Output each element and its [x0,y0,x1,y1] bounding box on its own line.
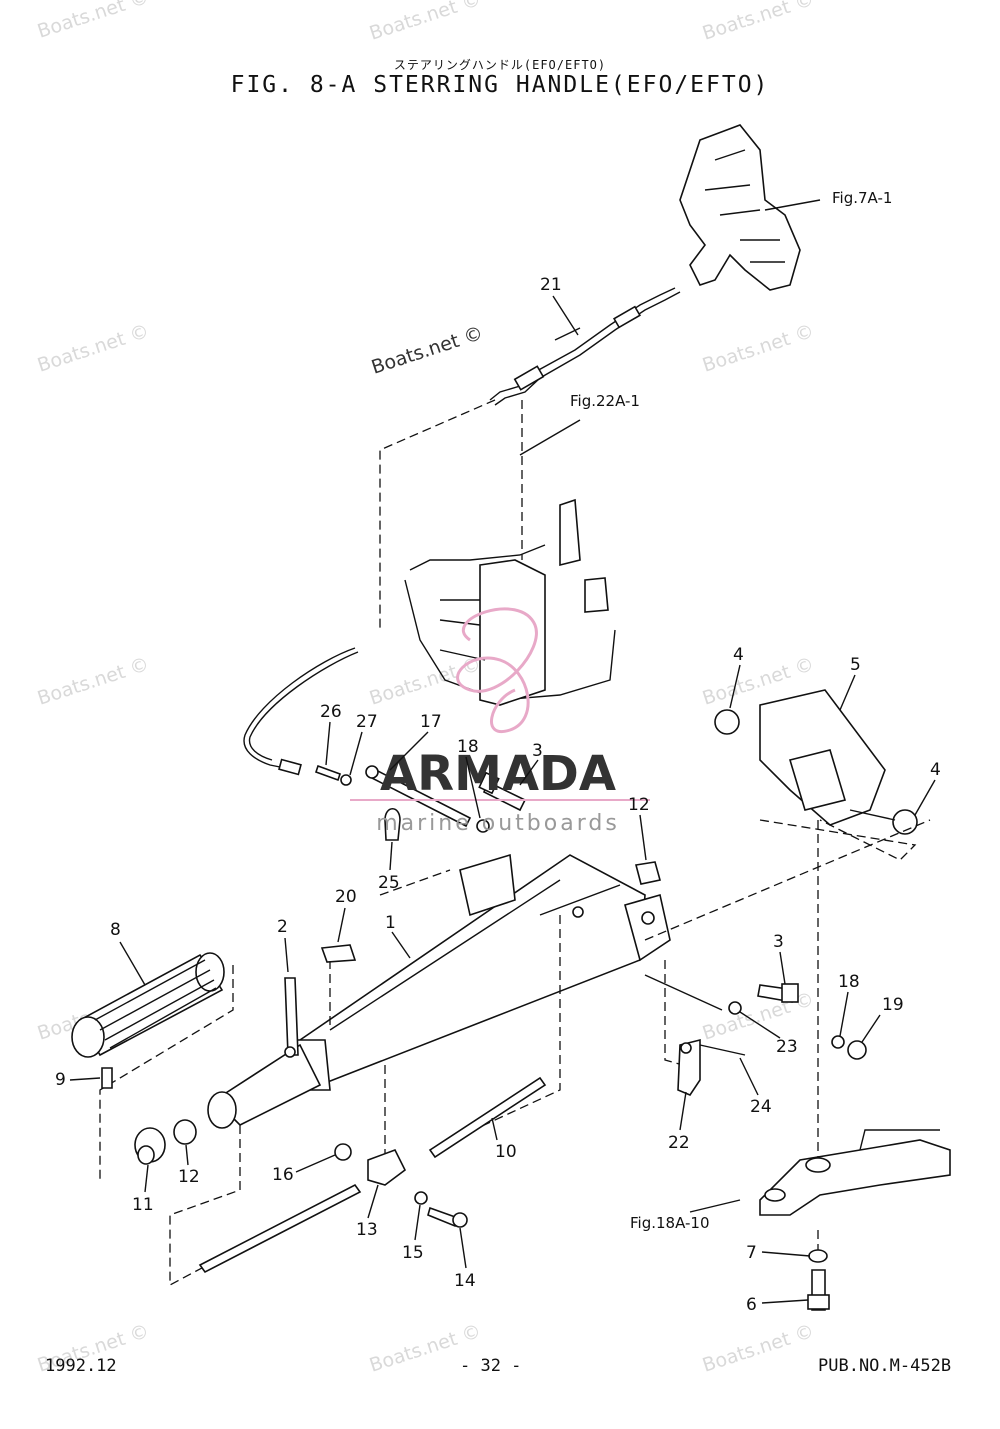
callout-26: 26 [320,702,342,722]
footer-pub-number: PUB.NO.M-452B [818,1356,952,1376]
ref-fig22a1: Fig.22A-1 [570,392,640,410]
handle-body-drawing [207,854,671,1129]
callout-19: 19 [882,995,904,1015]
callout-6: 6 [746,1295,757,1315]
figure-title: FIG. 8-A STERRING HANDLE(EFO/EFTO) [230,72,770,98]
watermark-text: Boats.net © [35,320,152,377]
figure-title-japanese: ステアリングハンドル(EFO/EFTO) [393,58,607,72]
bracket-5-drawing [714,689,918,835]
callout-17: 17 [420,712,442,732]
callout-3: 3 [532,741,543,761]
callout-4: 4 [733,645,744,665]
watermark-text: Boats.net © [35,0,152,43]
callout-7: 7 [746,1243,757,1263]
callout-14: 14 [454,1271,476,1291]
ref-fig18a10: Fig.18A-10 [630,1214,710,1232]
callout-10: 10 [495,1142,517,1162]
leader-lines [69,295,936,1304]
watermark-text: Boats.net © [700,0,817,45]
callout-11: 11 [132,1195,154,1215]
callout-24: 24 [750,1097,772,1117]
callout-12: 12 [628,795,650,815]
watermark-text: Boats.net © [35,653,152,710]
armada-brand-text: ARMADA [380,746,616,802]
watermark-text: Boats.net © [700,1320,817,1377]
armada-logo: ARMADA marine outboards [350,607,650,836]
bottom-cowl-drawing [404,419,616,706]
callout-22: 22 [668,1133,690,1153]
callout-21: 21 [540,275,562,295]
callout-2: 2 [277,917,288,937]
ref-fig7a1: Fig.7A-1 [832,189,892,207]
callout-9: 9 [55,1070,66,1090]
callout-5: 5 [850,655,861,675]
callout-20: 20 [335,887,357,907]
callout-labels: 21 26 27 17 18 3 4 5 4 12 25 20 1 2 8 9 … [55,275,941,1315]
watermark-text: Boats.net © [700,320,817,377]
callout-25: 25 [378,873,400,893]
watermark-text: Boats.net © [367,0,484,45]
callout-18: 18 [838,972,860,992]
footer-date: 1992.12 [45,1356,117,1376]
footer-page-number: - 32 - [460,1356,522,1376]
callout-27: 27 [356,712,378,732]
small-parts-drawing [101,764,867,1311]
callout-1: 1 [385,913,396,933]
steering-arm-drawing [689,1129,951,1216]
callout-4: 4 [930,760,941,780]
callout-23: 23 [776,1037,798,1057]
callout-13: 13 [356,1220,378,1240]
watermark-text: Boats.net © [367,653,484,710]
callout-8: 8 [110,920,121,940]
watermark-text: Boats.net © [369,322,486,379]
swivel-bracket-drawing [679,124,821,291]
cable-21-drawing [489,287,681,406]
armada-sub-text: marine outboards [376,811,620,836]
callout-18: 18 [457,737,479,757]
callout-15: 15 [402,1243,424,1263]
callout-3: 3 [773,932,784,952]
callout-12: 12 [178,1167,200,1187]
grip-8-drawing [71,952,225,1058]
callout-16: 16 [272,1165,294,1185]
